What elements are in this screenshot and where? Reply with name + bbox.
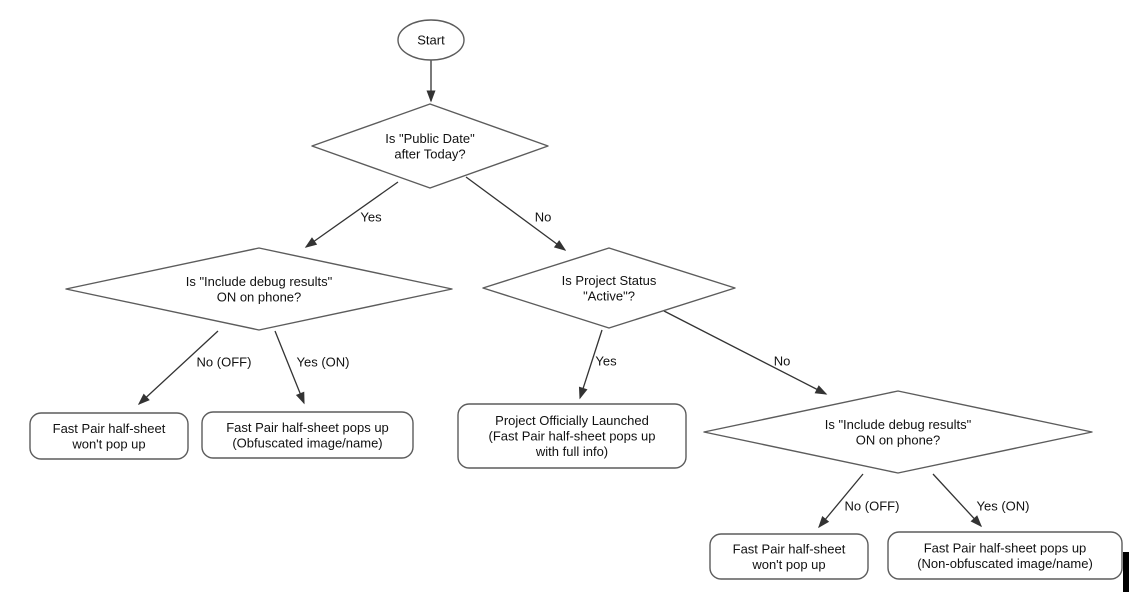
edge-public-date-no: No	[465, 176, 567, 251]
edge-project-status-no: No	[663, 310, 828, 395]
result-obfuscated-popup: Fast Pair half-sheet pops up(Obfuscated …	[201, 411, 414, 459]
svg-text:Fast Pair half-sheet pops up(N: Fast Pair half-sheet pops up(Non-obfusca…	[917, 540, 1093, 571]
edge-project-status-yes-label: Yes	[595, 354, 617, 369]
result-non-obfuscated-popup: Fast Pair half-sheet pops up(Non-obfusca…	[887, 531, 1123, 580]
start-node: Start	[397, 19, 465, 61]
svg-text:Is "Public Date"after Today?: Is "Public Date"after Today?	[385, 131, 475, 162]
text-cursor-artifact	[1123, 552, 1129, 592]
svg-text:Is Project Status"Active"?: Is Project Status"Active"?	[562, 273, 657, 304]
edge-debug-left-no-off: No (OFF)	[137, 330, 252, 406]
svg-text:Is "Include debug results"ON o: Is "Include debug results"ON on phone?	[825, 417, 972, 448]
edge-debug-left-yes-on: Yes (ON)	[274, 330, 350, 405]
decision-debug-results-left: Is "Include debug results"ON on phone?	[65, 247, 453, 331]
decision-project-status: Is Project Status"Active"?	[482, 247, 736, 329]
svg-text:Fast Pair half-sheet pops up(O: Fast Pair half-sheet pops up(Obfuscated …	[226, 420, 389, 451]
edge-public-date-no-label: No	[535, 210, 552, 225]
edge-debug-left-yes-on-label: Yes (ON)	[297, 355, 350, 370]
edge-debug-right-yes-on: Yes (ON)	[932, 473, 1030, 528]
svg-text:Project Officially Launched(Fa: Project Officially Launched(Fast Pair ha…	[489, 413, 656, 459]
decision-public-date: Is "Public Date"after Today?	[311, 103, 549, 189]
result-officially-launched: Project Officially Launched(Fast Pair ha…	[457, 403, 687, 469]
edge-debug-right-no-off-label: No (OFF)	[845, 499, 900, 514]
edge-public-date-yes-label: Yes	[360, 210, 382, 225]
edge-project-status-no-label: No	[774, 354, 791, 369]
edge-debug-right-yes-on-label: Yes (ON)	[977, 499, 1030, 514]
edge-debug-right-no-off: No (OFF)	[818, 473, 900, 529]
edge-project-status-yes: Yes	[578, 329, 617, 400]
svg-text:Is "Include debug results"ON o: Is "Include debug results"ON on phone?	[186, 274, 333, 305]
edge-debug-left-no-off-label: No (OFF)	[197, 355, 252, 370]
svg-text:Start: Start	[417, 33, 445, 48]
decision-debug-results-right: Is "Include debug results"ON on phone?	[703, 390, 1093, 474]
edge-public-date-yes: Yes	[304, 181, 399, 248]
